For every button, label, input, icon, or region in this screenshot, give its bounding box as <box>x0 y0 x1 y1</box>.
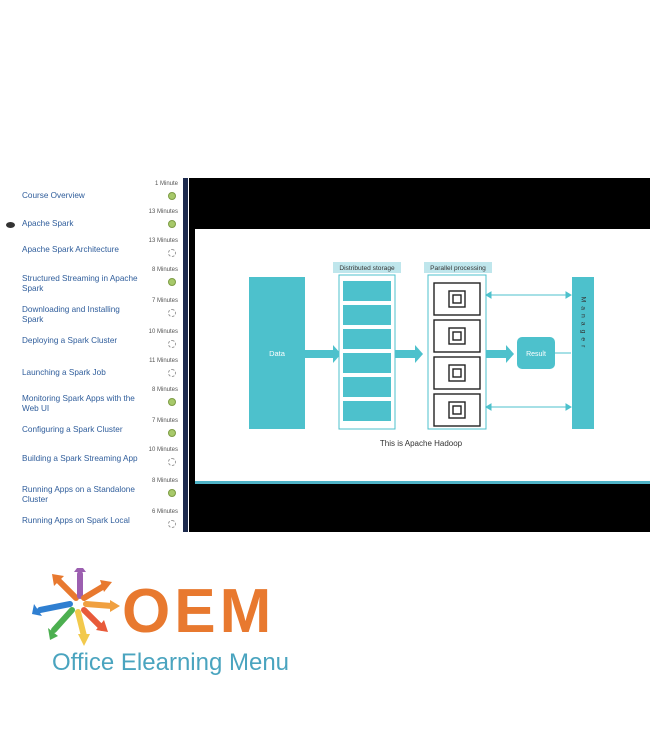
cpu-icon <box>448 290 466 308</box>
lesson-duration: 8 Minutes <box>151 478 178 484</box>
processing-header <box>424 262 492 273</box>
video-progress-bar[interactable] <box>195 481 650 484</box>
lesson-duration: 8 Minutes <box>151 267 178 273</box>
pending-icon <box>168 520 176 528</box>
lesson-duration: 8 Minutes <box>151 387 178 393</box>
arrow-storage-processing <box>395 350 415 358</box>
pending-icon <box>168 369 176 377</box>
lesson-duration: 10 Minutes <box>148 329 178 335</box>
oem-logo-text: OEM <box>122 577 276 646</box>
pending-icon <box>168 340 176 348</box>
data-label: Data <box>269 349 286 358</box>
lesson-duration: 10 Minutes <box>148 447 178 453</box>
slide-caption: This is Apache Hadoop <box>380 439 463 448</box>
completed-icon <box>168 220 176 228</box>
oem-logo-icon <box>32 568 120 646</box>
data-block <box>249 277 305 429</box>
pending-icon <box>168 458 176 466</box>
arrow-head-3 <box>506 345 514 363</box>
cpu-icon <box>448 364 466 382</box>
cpu-icon <box>448 327 466 345</box>
lesson-title: Deploying a Spark Cluster <box>22 336 118 345</box>
lesson-duration: 11 Minutes <box>149 358 178 364</box>
cpu-icons <box>433 282 481 427</box>
cpu-icon <box>448 401 466 419</box>
lesson-title: Running Apps on a Standalone Cluster <box>22 485 135 504</box>
manager-block <box>572 277 594 429</box>
storage-label: Distributed storage <box>339 265 395 272</box>
lesson-title: Launching a Spark Job <box>22 368 106 377</box>
storage-header <box>333 262 401 273</box>
hadoop-diagram: Data Distributed storage Parallel proces… <box>249 262 594 448</box>
lesson-title: Apache Spark Architecture <box>22 245 119 254</box>
current-lesson-marker-icon <box>6 222 15 228</box>
lesson-title: Structured Streaming in Apache Spark <box>22 274 138 293</box>
lesson-duration: 7 Minutes <box>151 298 178 304</box>
lesson-title: Configuring a Spark Cluster <box>22 425 123 434</box>
lesson-title: Apache Spark <box>22 219 74 228</box>
pending-icon <box>168 249 176 257</box>
lesson-duration: 6 Minutes <box>151 509 178 515</box>
completed-icon <box>168 192 176 200</box>
lesson-duration: 13 Minutes <box>148 209 178 215</box>
lesson-duration: 1 Minute <box>154 181 178 187</box>
lesson-duration: 13 Minutes <box>148 238 178 244</box>
processing-label: Parallel processing <box>430 265 486 272</box>
storage-cells <box>343 281 391 421</box>
lesson-title: Building a Spark Streaming App <box>22 454 138 463</box>
result-box <box>517 337 555 369</box>
lesson-duration: 7 Minutes <box>151 418 178 424</box>
lesson-title: Downloading and Installing Spark <box>22 305 120 324</box>
completed-icon <box>168 429 176 437</box>
result-label: Result <box>526 351 546 358</box>
slide: Data Distributed storage Parallel proces… <box>195 229 650 481</box>
completed-icon <box>168 278 176 286</box>
arrow-data-storage <box>305 350 333 358</box>
arrow-head-2 <box>415 345 423 363</box>
completed-icon <box>168 398 176 406</box>
completed-icon <box>168 489 176 497</box>
lesson-title: Monitoring Spark Apps with the Web UI <box>22 394 135 413</box>
sidebar-scrollbar[interactable] <box>183 178 188 532</box>
pending-icon <box>168 309 176 317</box>
lesson-title: Course Overview <box>22 191 85 200</box>
manager-label: Manager <box>580 297 587 352</box>
arrow-head-1 <box>333 345 341 363</box>
oem-tagline: Office Elearning Menu <box>52 649 290 676</box>
arrow-processing-result <box>486 350 506 358</box>
lesson-title: Running Apps on Spark Local <box>22 516 130 525</box>
